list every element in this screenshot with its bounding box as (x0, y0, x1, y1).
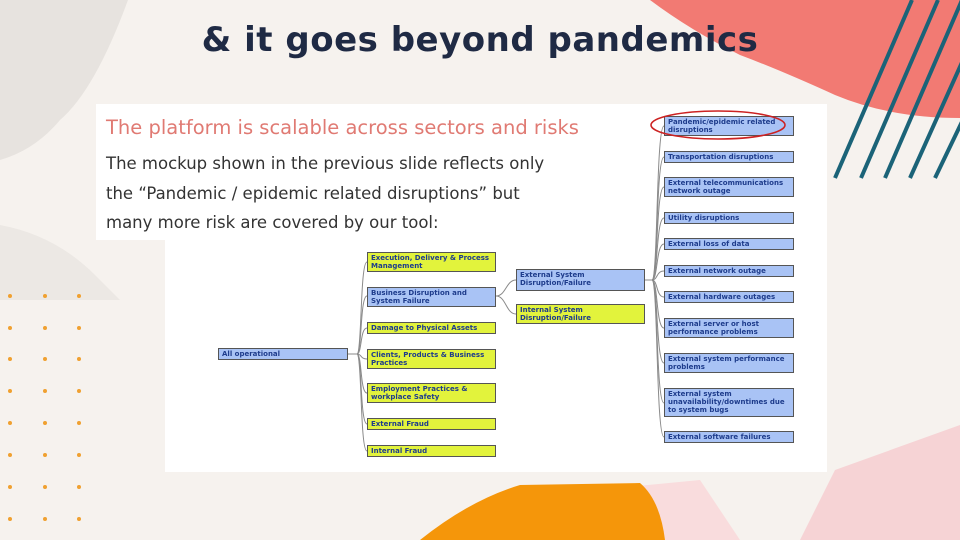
highlight-ring (0, 0, 960, 540)
